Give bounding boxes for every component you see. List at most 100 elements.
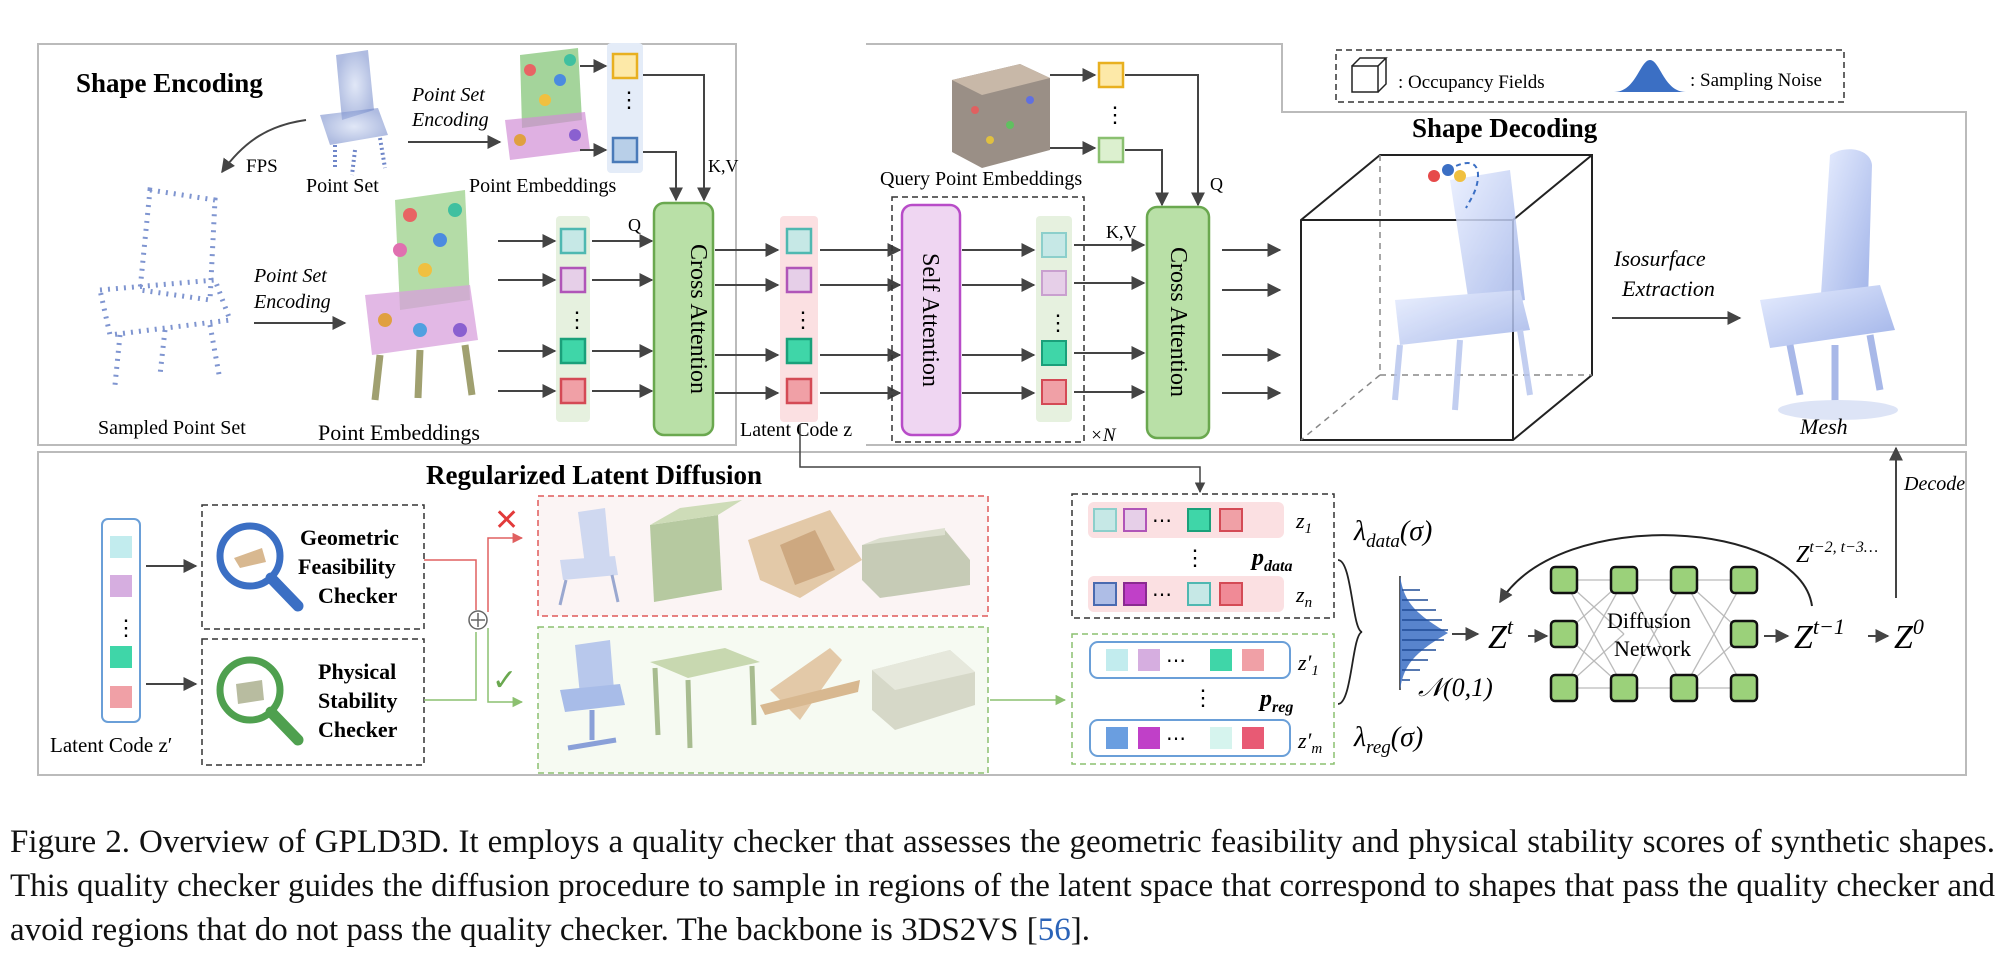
query-cell-yellow <box>1097 61 1125 89</box>
query-point-cube-icon <box>952 64 1050 168</box>
embedding-dots-bottom: ⋮ <box>566 307 588 332</box>
sampled-point-set-icon <box>96 187 234 386</box>
latent-prime-dots: ⋮ <box>115 615 137 640</box>
z-t-label: Zt <box>1488 614 1514 656</box>
sampled-point-set-label: Sampled Point Set <box>98 417 246 439</box>
geo-checker-line1: Geometric <box>300 525 399 550</box>
query-cell-green <box>1097 136 1125 164</box>
caption-end: ]. <box>1070 912 1090 948</box>
z1-label: z1 <box>1295 508 1312 537</box>
reject-icon: ✕ <box>494 504 519 537</box>
decoding-title: Shape Decoding <box>1412 113 1598 143</box>
legend-noise-label: : Sampling Noise <box>1690 70 1822 91</box>
point-set-encoding-top-line1: Point Set <box>411 84 485 106</box>
point-embeddings-chair-bottom-icon <box>365 190 478 401</box>
query-dots: ⋮ <box>1104 102 1126 127</box>
q-label-decoding: Q <box>1210 174 1223 194</box>
rejected-sofa-shape <box>862 528 970 598</box>
p-data-dots: ⋮ <box>1184 545 1206 570</box>
latent-code-prime-stack <box>101 518 141 723</box>
fps-label: FPS <box>246 156 278 177</box>
latent-code-prime-label: Latent Code z′ <box>50 733 172 757</box>
point-embeddings-bottom-label: Point Embeddings <box>318 420 480 445</box>
z-loop-label: Zt−2, t−3… <box>1796 539 1878 568</box>
self-attention-label: Self Attention <box>917 253 943 387</box>
accept-icon: ✓ <box>492 664 517 697</box>
normal-label: 𝒩(0,1) <box>1418 673 1493 702</box>
query-point-yellow <box>1454 170 1466 182</box>
merge-brace <box>1337 559 1363 705</box>
cross-attention-decoder-label: Cross Attention <box>1165 247 1191 397</box>
chair-in-cube-icon <box>1392 170 1533 411</box>
figure-caption: Figure 2. Overview of GPLD3D. It employs… <box>10 820 1995 952</box>
rejected-chair-shape <box>558 508 620 606</box>
repeat-block <box>891 196 1085 443</box>
cross-attention-encoder <box>652 201 715 437</box>
architecture-diagram: Shape Encoding Point Set FPS Sampled Poi… <box>37 43 1967 776</box>
kv-label-decoding: K,V <box>1106 222 1137 242</box>
embedding-cell-blue <box>611 136 639 164</box>
geometric-checker-box <box>201 504 425 630</box>
accepted-desk-shape <box>650 648 760 749</box>
p-reg-dots: ⋮ <box>1192 685 1214 710</box>
latent-code-label: Latent Code z <box>740 419 852 441</box>
geo-checker-line3: Checker <box>318 583 398 608</box>
times-n-label: ×N <box>1090 425 1117 446</box>
encoding-title: Shape Encoding <box>76 68 263 98</box>
point-embeddings-chair-top-icon <box>505 48 590 160</box>
accepted-airplane-shape <box>760 648 860 720</box>
fps-arrow <box>221 119 307 174</box>
sampling-noise-icon <box>1614 60 1686 92</box>
gaussian-distribution-icon <box>1399 576 1448 690</box>
diffusion-panel-border <box>37 451 1967 776</box>
occupancy-cube-icon <box>1351 57 1388 93</box>
legend-box <box>1335 49 1845 103</box>
legend-occupancy-label: : Occupancy Fields <box>1398 72 1545 93</box>
mesh-label: Mesh <box>1799 414 1848 439</box>
embedding-dots-top: ⋮ <box>618 87 640 112</box>
phys-checker-line2: Stability <box>318 688 397 713</box>
latent-dots: ⋮ <box>792 307 814 332</box>
q-label-encoding: Q <box>628 215 641 235</box>
geometric-checker-magnifier-icon <box>216 522 304 612</box>
cross-attention-decoder <box>1145 205 1211 440</box>
decoder-dots: ⋮ <box>1047 310 1069 335</box>
decoding-panel-border <box>866 43 1967 446</box>
zmp-dots: ⋯ <box>1166 728 1186 750</box>
point-set-chair-icon <box>320 50 388 176</box>
phys-checker-line1: Physical <box>318 659 396 684</box>
encoding-panel-border <box>37 43 737 446</box>
z-0-label: Z0 <box>1894 614 1924 656</box>
lambda-reg-label: λreg(σ) <box>1353 722 1423 758</box>
embedding-cell-yellow <box>611 52 639 80</box>
point-set-encoding-mid-line1: Point Set <box>253 265 327 287</box>
zn-label: zn <box>1295 582 1312 611</box>
decoder-embedding-stack <box>1036 216 1072 422</box>
accepted-sofa-shape <box>872 650 975 730</box>
isosurface-line2: Extraction <box>1621 276 1715 301</box>
z-t-minus-1-label: Zt−1 <box>1794 614 1845 656</box>
z1-prime-label: z′1 <box>1297 650 1319 679</box>
kv-label-encoding: K,V <box>708 156 739 176</box>
zm-prime-label: z′m <box>1297 728 1322 757</box>
network-label-line1: Diffusion <box>1607 608 1691 633</box>
p-data-box <box>1071 493 1335 619</box>
physical-checker-magnifier-icon <box>216 656 304 746</box>
decode-label: Decode <box>1903 473 1965 495</box>
diffusion-title: Regularized Latent Diffusion <box>426 460 762 490</box>
geo-checker-line2: Feasibility <box>298 554 396 579</box>
p-reg-label: preg <box>1258 686 1293 716</box>
query-point-embeddings-label: Query Point Embeddings <box>880 168 1082 190</box>
z1-row <box>1088 502 1284 538</box>
point-set-label: Point Set <box>306 175 379 197</box>
network-label-line2: Network <box>1614 636 1691 661</box>
isosurface-line1: Isosurface <box>1613 246 1706 271</box>
point-set-encoding-mid-line2: Encoding <box>253 291 331 313</box>
caption-citation-link[interactable]: 56 <box>1037 912 1071 948</box>
diffusion-network <box>1549 565 1759 703</box>
p-data-label: pdata <box>1250 545 1292 575</box>
z1-dots: ⋯ <box>1152 510 1172 532</box>
query-point-red <box>1428 170 1440 182</box>
cross-attention-encoder-label: Cross Attention <box>685 244 711 394</box>
point-set-encoding-top-line2: Encoding <box>411 109 489 131</box>
